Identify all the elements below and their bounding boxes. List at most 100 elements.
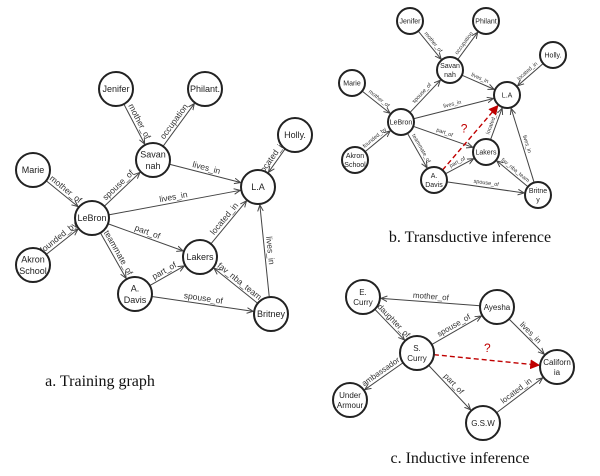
node-label: Curry	[407, 354, 427, 363]
edge-label: part_of	[150, 259, 178, 281]
edge-located-in: located_in	[208, 200, 247, 245]
edge-arrow	[413, 98, 494, 120]
node-label: G.S.W	[471, 419, 495, 428]
node-label: Holly.	[545, 52, 562, 59]
edge-arrow	[406, 133, 427, 168]
inferred-edge-davis-la: ?	[441, 104, 499, 171]
edge-arrow	[162, 104, 194, 147]
edge-arrow	[413, 125, 473, 147]
edge-teammate-of: teammate_of	[406, 133, 432, 168]
caption-transductive: b. Transductive inference	[389, 229, 551, 246]
node-la: L.A	[240, 169, 276, 205]
edge-part-of: part_of	[413, 125, 473, 147]
node-label: L.A	[251, 182, 265, 192]
edge-mother-of: mother_of	[123, 102, 153, 144]
edge-spouse-of: spouse_of	[446, 179, 524, 193]
node-label: LeBron	[390, 119, 413, 126]
node-label: Lakers	[475, 149, 497, 156]
node-label: Ayesha	[484, 303, 511, 312]
edge-located-in: located_in	[496, 376, 543, 414]
edge-arrow	[431, 316, 482, 345]
edge-lives-in: lives_in	[508, 318, 544, 354]
node-circle	[387, 108, 415, 136]
edge-label: teammate_of	[410, 133, 431, 164]
edge-arrow	[461, 74, 494, 89]
node-circle	[332, 382, 368, 418]
node-circle	[15, 152, 51, 188]
node-label: A.	[131, 284, 140, 294]
edge-arrow	[511, 108, 535, 183]
edge-arrow	[365, 362, 404, 390]
edge-lives-in: lives_in	[260, 205, 277, 298]
node-label: Savan	[140, 150, 166, 160]
node-jenifer: Jenifer	[396, 7, 424, 35]
node-label: Akron	[346, 153, 364, 160]
edge-label: located_in	[208, 200, 241, 236]
node-label: E.	[359, 288, 367, 297]
node-label: Jenifer	[399, 18, 421, 25]
edge-teammate-of: teammate_of	[99, 229, 135, 279]
edge-spouse-of: spouse_of	[100, 167, 140, 207]
node-lebron: LeBron	[74, 200, 110, 236]
node-britney: Britney	[524, 181, 552, 209]
edge-label: ambassador	[360, 355, 401, 388]
edge-mother-of: mother_of	[45, 173, 84, 207]
edge-mother-of: mother_of	[361, 89, 390, 113]
edge-arrow	[428, 365, 471, 410]
node-circle	[396, 7, 424, 35]
edge-located-in: located_in	[516, 61, 544, 86]
edge-spouse-of: spouse_of	[431, 312, 482, 345]
edge-label: part_of	[435, 127, 454, 139]
node-jenifer: Jenifer	[98, 71, 134, 107]
edge-arrow	[103, 172, 140, 207]
edge-spouse-of: spouse_of	[409, 80, 440, 113]
node-lakers: Lakers	[182, 239, 218, 275]
node-label: Marie	[343, 80, 361, 87]
node-circle	[338, 69, 366, 97]
node-label: Curry	[353, 298, 373, 307]
edge-mother-of: mother_of	[417, 30, 443, 59]
edge-arrow	[409, 80, 440, 113]
node-philant: Philant	[472, 7, 500, 35]
node-circle	[74, 200, 110, 236]
edge-label: lives_in	[264, 236, 277, 265]
edge-arrow	[45, 180, 78, 207]
inferred-arrow	[441, 104, 499, 171]
node-circle	[345, 279, 381, 315]
node-circle	[253, 296, 289, 332]
edge-arrow	[108, 190, 241, 216]
node-label: Armour	[337, 401, 364, 410]
edge-label: mother_of	[367, 89, 390, 109]
edge-label: lives_in	[521, 135, 532, 154]
edge-lives-in: lives_in	[461, 72, 494, 89]
edge-daughter-of: daughter_of	[374, 302, 412, 340]
node-holly: Holly.	[277, 117, 313, 153]
edge-arrow	[508, 318, 544, 354]
node-label: ia	[554, 368, 561, 377]
edge-label: spouse_of	[100, 167, 136, 202]
unknown-relation-label: ?	[461, 122, 468, 136]
node-circle	[472, 7, 500, 35]
node-circle	[524, 181, 552, 209]
edge-label: teammate_of	[102, 229, 135, 278]
edge-arrow	[45, 229, 78, 255]
node-label: Britne	[529, 188, 547, 195]
edge-founded-by: founded_by	[38, 219, 80, 255]
node-label: Lakers	[186, 252, 214, 262]
node-label: Davis	[124, 295, 147, 305]
node-label: S.	[413, 344, 421, 353]
edge-label: spouse_of	[436, 312, 473, 339]
node-label: School	[19, 266, 47, 276]
edge-part-of: part_of	[428, 365, 471, 410]
edge-lives-in: lives_in	[108, 189, 241, 216]
